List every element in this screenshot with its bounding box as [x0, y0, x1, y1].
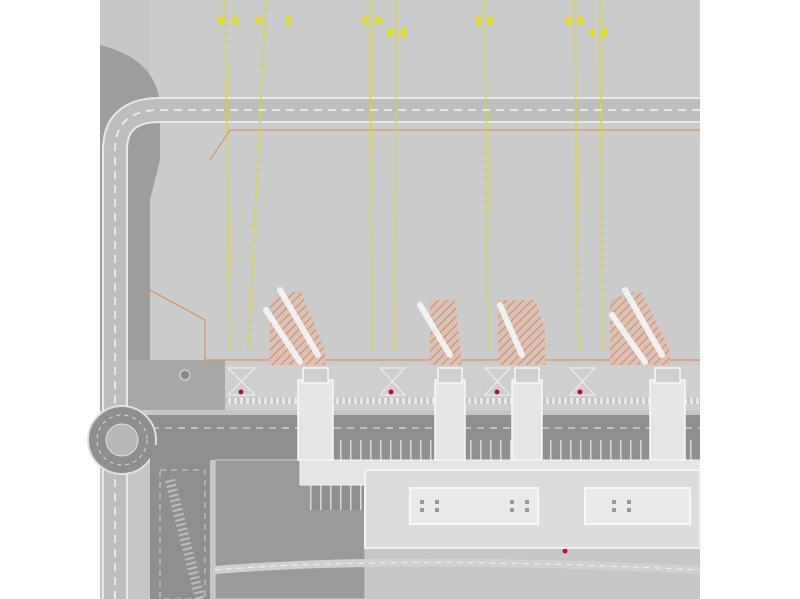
access-road-hatching [165, 478, 205, 599]
lot-parking [310, 485, 365, 510]
terminal-hall-1 [409, 487, 539, 525]
terminal-hall-2 [584, 487, 691, 525]
lead-in-markers [217, 15, 608, 37]
columns [420, 500, 631, 512]
apron-area [150, 0, 700, 365]
lower-road-marking [214, 562, 701, 571]
roundabout [87, 405, 157, 475]
access-road [150, 445, 210, 599]
landside-ground-lower [100, 360, 225, 410]
jet-bridges [263, 287, 665, 365]
gate-piers [297, 367, 686, 461]
service-road [102, 97, 700, 599]
equipment-areas [226, 367, 597, 396]
utility-marker-icon [179, 369, 191, 381]
taxi-lines [224, 0, 603, 351]
